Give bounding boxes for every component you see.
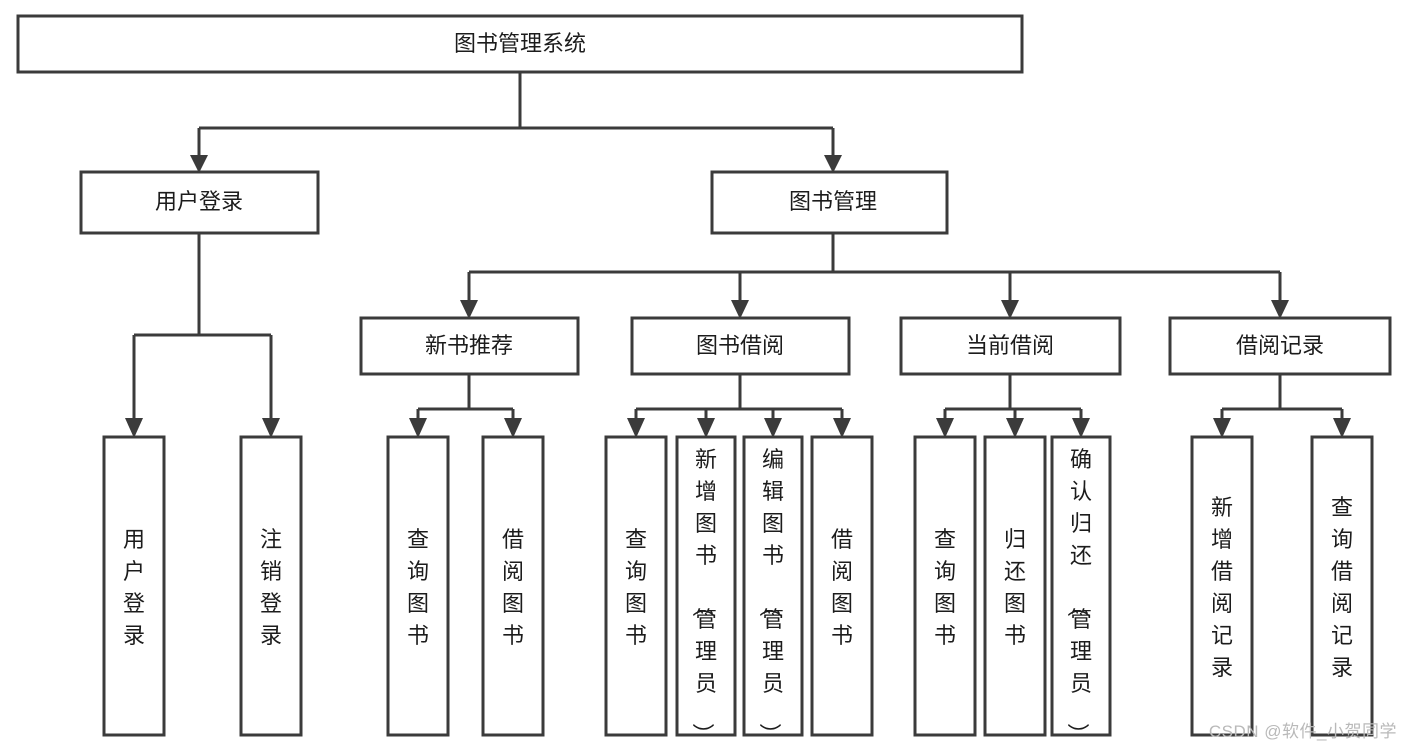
leaf-borrow-book-2-box[interactable] (810, 435, 874, 737)
leaf-add-borrow-record-box[interactable] (1190, 435, 1254, 737)
leaf-node-query-book-3[interactable]: 查询图书 (913, 435, 977, 737)
leaf-query-book-1-box[interactable] (386, 435, 450, 737)
node-current-borrow[interactable]: 当前借阅 (899, 316, 1122, 376)
node-root[interactable]: 图书管理系统 (16, 14, 1024, 74)
arrow-head-new-book-recommend (460, 300, 478, 319)
leaf-node-query-borrow-record[interactable]: 查询借阅记录 (1310, 435, 1374, 737)
leaf-node-logout-login[interactable]: 注销登录 (239, 435, 303, 737)
leaf-return-book-box[interactable] (983, 435, 1047, 737)
node-user-login-box[interactable] (79, 170, 320, 235)
node-current-borrow-box[interactable] (899, 316, 1122, 376)
leaf-node-query-book-1[interactable]: 查询图书 (386, 435, 450, 737)
node-user-login-label: 用户登录 (155, 189, 243, 214)
arrow-head-leaf-logout-login (262, 418, 280, 438)
leaf-user-login-label: 用户登录 (123, 527, 145, 648)
leaf-query-book-2-box[interactable] (604, 435, 668, 737)
node-book-borrow-label: 图书借阅 (696, 333, 784, 358)
node-book-borrow[interactable]: 图书借阅 (630, 316, 851, 376)
leaf-add-book-admin-box[interactable] (675, 435, 737, 737)
leaf-node-add-borrow-record[interactable]: 新增借阅记录 (1190, 435, 1254, 737)
arrow-head-leaf-add-borrow-record (1213, 418, 1231, 438)
leaf-node-user-login[interactable]: 用户登录 (102, 435, 166, 737)
leaf-node-borrow-book-2[interactable]: 借阅图书 (810, 435, 874, 737)
arrow-head-current-borrow (1001, 300, 1019, 319)
node-borrow-record[interactable]: 借阅记录 (1168, 316, 1392, 376)
leaf-borrow-book-1-label: 借阅图书 (502, 527, 524, 648)
leaf-node-confirm-return-admin[interactable]: 确认归还（管理员） (1050, 435, 1112, 745)
leaf-node-query-book-2[interactable]: 查询图书 (604, 435, 668, 737)
arrow-head-user-login (190, 155, 208, 173)
leaf-add-book-admin-label: 新增图书（管理员） (690, 447, 717, 745)
leaf-node-borrow-book-1[interactable]: 借阅图书 (481, 435, 545, 737)
arrow-head-leaf-query-book-2 (627, 418, 645, 438)
node-book-manage-box[interactable] (710, 170, 949, 235)
leaf-node-add-book-admin[interactable]: 新增图书（管理员） (675, 435, 737, 745)
leaf-logout-login-box[interactable] (239, 435, 303, 737)
node-current-borrow-label: 当前借阅 (966, 333, 1054, 358)
leaf-confirm-return-admin-box[interactable] (1050, 435, 1112, 737)
leaf-query-book-3-label: 查询图书 (934, 527, 956, 648)
node-borrow-record-box[interactable] (1168, 316, 1392, 376)
leaf-query-book-2-label: 查询图书 (625, 527, 647, 648)
leaf-edit-book-admin-label: 编辑图书（管理员） (757, 447, 784, 745)
leaf-user-login-box[interactable] (102, 435, 166, 737)
arrow-head-leaf-add-book-admin (697, 418, 715, 438)
connector-layer (125, 72, 1351, 438)
leaf-confirm-return-admin-label: 确认归还（管理员） (1065, 447, 1092, 745)
arrow-head-leaf-edit-book-admin (764, 418, 782, 438)
arrow-head-leaf-confirm-return-admin (1072, 418, 1090, 438)
arrow-head-leaf-query-book-3 (936, 418, 954, 438)
arrow-head-leaf-borrow-book-1 (504, 418, 522, 438)
arrow-head-leaf-user-login (125, 418, 143, 438)
node-book-borrow-box[interactable] (630, 316, 851, 376)
arrow-head-book-borrow (731, 300, 749, 319)
node-root-label: 图书管理系统 (454, 31, 586, 56)
arrow-head-leaf-borrow-book-2 (833, 418, 851, 438)
leaf-return-book-label: 归还图书 (1004, 527, 1026, 648)
node-borrow-record-label: 借阅记录 (1236, 333, 1324, 358)
leaf-borrow-book-1-box[interactable] (481, 435, 545, 737)
leaf-edit-book-admin-box[interactable] (742, 435, 804, 737)
leaf-query-borrow-record-box[interactable] (1310, 435, 1374, 737)
node-book-manage[interactable]: 图书管理 (710, 170, 949, 235)
leaf-logout-login-label: 注销登录 (260, 527, 282, 648)
leaf-query-book-1-label: 查询图书 (407, 527, 429, 648)
arrow-head-leaf-query-borrow-record (1333, 418, 1351, 438)
arrow-head-leaf-query-book-1 (409, 418, 427, 438)
arrow-head-book-manage (824, 155, 842, 173)
node-book-manage-label: 图书管理 (789, 189, 877, 214)
leaf-add-borrow-record-label: 新增借阅记录 (1211, 495, 1233, 680)
leaf-borrow-book-2-label: 借阅图书 (831, 527, 853, 648)
node-new-book-recommend[interactable]: 新书推荐 (359, 316, 580, 376)
leaf-query-book-3-box[interactable] (913, 435, 977, 737)
node-new-book-recommend-box[interactable] (359, 316, 580, 376)
arrow-head-borrow-record (1271, 300, 1289, 319)
leaf-node-edit-book-admin[interactable]: 编辑图书（管理员） (742, 435, 804, 745)
leaf-query-borrow-record-label: 查询借阅记录 (1331, 495, 1353, 680)
leaf-node-return-book[interactable]: 归还图书 (983, 435, 1047, 737)
arrow-head-leaf-return-book (1006, 418, 1024, 438)
node-root-box[interactable] (16, 14, 1024, 74)
node-user-login[interactable]: 用户登录 (79, 170, 320, 235)
node-new-book-recommend-label: 新书推荐 (425, 333, 513, 358)
